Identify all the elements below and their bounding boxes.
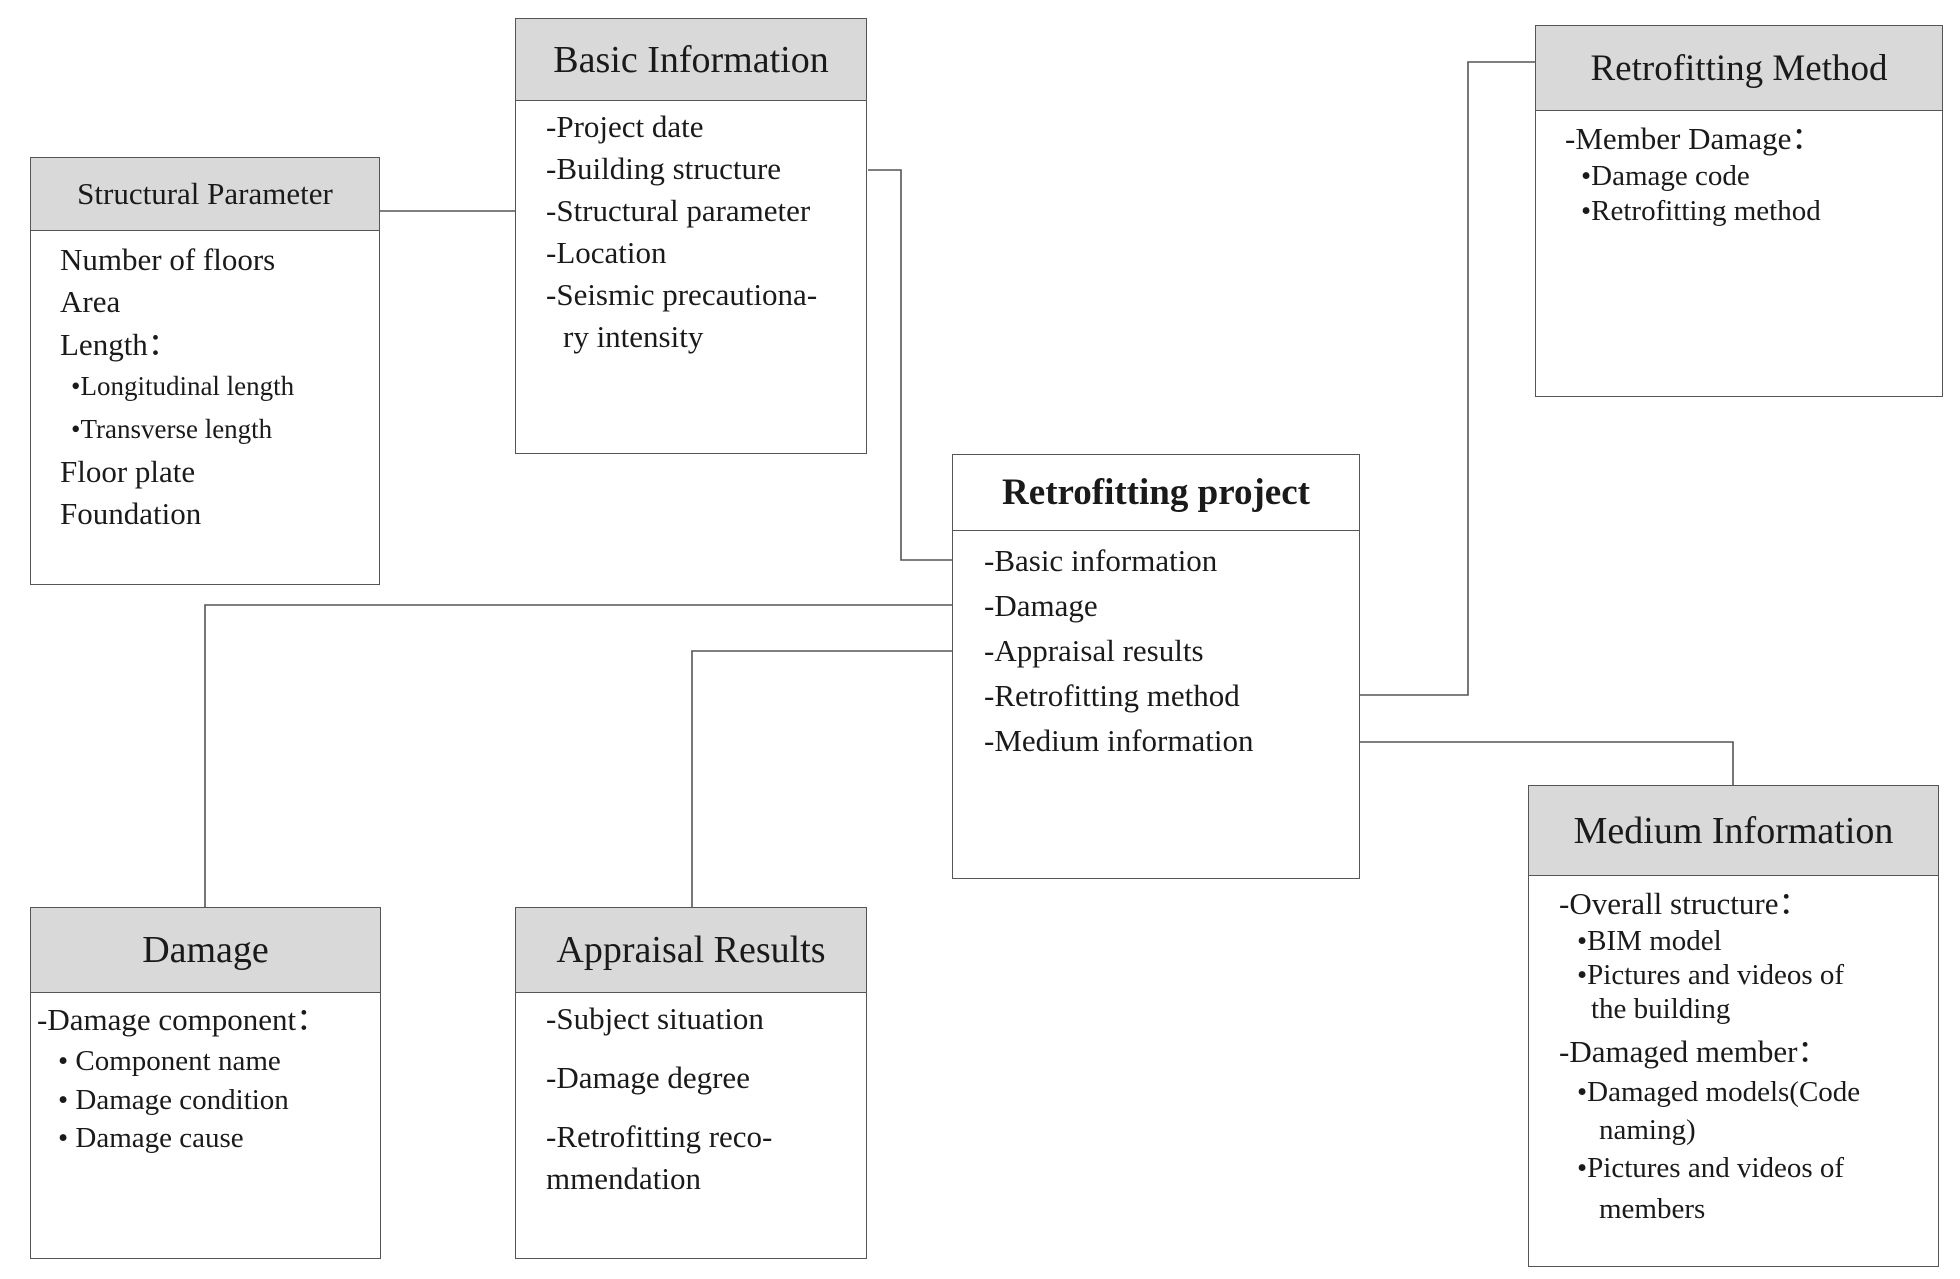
item-building-structure: -Building structure [546,151,782,186]
structural-parameter-box: Structural Parameter Number of floors Ar… [30,157,380,585]
basic-information-title: Basic Information [516,19,866,101]
medium-information-box: Medium Information -Overall structure： •… [1528,785,1939,1267]
item-longitudinal-length: •Longitudinal length [71,371,295,401]
retrofitting-project-box: Retrofitting project -Basic information … [952,454,1360,879]
item-bim-model: •BIM model [1577,925,1722,957]
item-member-damage: -Member Damage： [1565,121,1823,156]
item-retrofitting-recommendation-1: -Retrofitting reco- [546,1119,773,1154]
item-damaged-models-1: •Damaged models(Code [1577,1076,1861,1108]
structural-parameter-title: Structural Parameter [31,158,379,231]
item-retrofitting-recommendation-2: mmendation [546,1161,701,1196]
connector-damage [204,604,994,907]
item-transverse-length: •Transverse length [71,414,273,444]
item-retrofitting-method: •Retrofitting method [1581,195,1821,227]
item-subject-situation: -Subject situation [546,1001,764,1036]
retrofitting-method-box: Retrofitting Method -Member Damage： •Dam… [1535,25,1943,397]
item-damage: -Damage [984,588,1098,623]
item-floor-plate: Floor plate [60,454,196,489]
item-damage-code: •Damage code [1581,160,1750,192]
item-damage-degree: -Damage degree [546,1060,750,1095]
item-pictures-videos-building-1: •Pictures and videos of [1577,959,1845,991]
medium-information-title: Medium Information [1529,786,1938,876]
appraisal-results-title: Appraisal Results [516,908,866,993]
retrofitting-method-title: Retrofitting Method [1536,26,1942,111]
item-basic-information: -Basic information [984,543,1218,578]
item-damage-condition: • Damage condition [58,1084,289,1116]
damage-box: Damage -Damage component： • Component na… [30,907,381,1259]
item-component-name: • Component name [58,1045,281,1077]
retrofitting-project-title: Retrofitting project [953,455,1359,531]
connector-basic-information [868,169,994,561]
item-damaged-models-2: naming) [1599,1114,1696,1146]
connector-appraisal-results [691,650,994,907]
item-damaged-member: -Damaged member： [1559,1034,1829,1069]
item-appraisal-results: -Appraisal results [984,633,1204,668]
item-number-of-floors: Number of floors [60,242,276,277]
appraisal-results-box: Appraisal Results -Subject situation -Da… [515,907,867,1259]
item-project-date: -Project date [546,109,704,144]
item-length: Length： [60,327,179,362]
damage-title: Damage [31,908,380,993]
item-retrofitting-method: -Retrofitting method [984,678,1240,713]
item-overall-structure: -Overall structure： [1559,886,1810,921]
item-damage-cause: • Damage cause [58,1122,244,1154]
connector-retrofitting-method [1315,61,1535,696]
item-structural-parameter: -Structural parameter [546,193,811,228]
item-seismic-precautionary-1: -Seismic precautiona- [546,277,818,312]
item-pictures-videos-building-2: the building [1591,993,1731,1025]
item-damage-component: -Damage component： [37,1002,328,1037]
connector-medium-information [1315,741,1734,785]
basic-information-box: Basic Information -Project date -Buildin… [515,18,867,454]
item-medium-information: -Medium information [984,723,1254,758]
item-pictures-videos-members-1: •Pictures and videos of [1577,1152,1845,1184]
item-area: Area [60,284,121,319]
item-seismic-precautionary-2: ry intensity [563,319,704,354]
item-foundation: Foundation [60,496,202,531]
item-pictures-videos-members-2: members [1599,1193,1706,1225]
item-location: -Location [546,235,667,270]
